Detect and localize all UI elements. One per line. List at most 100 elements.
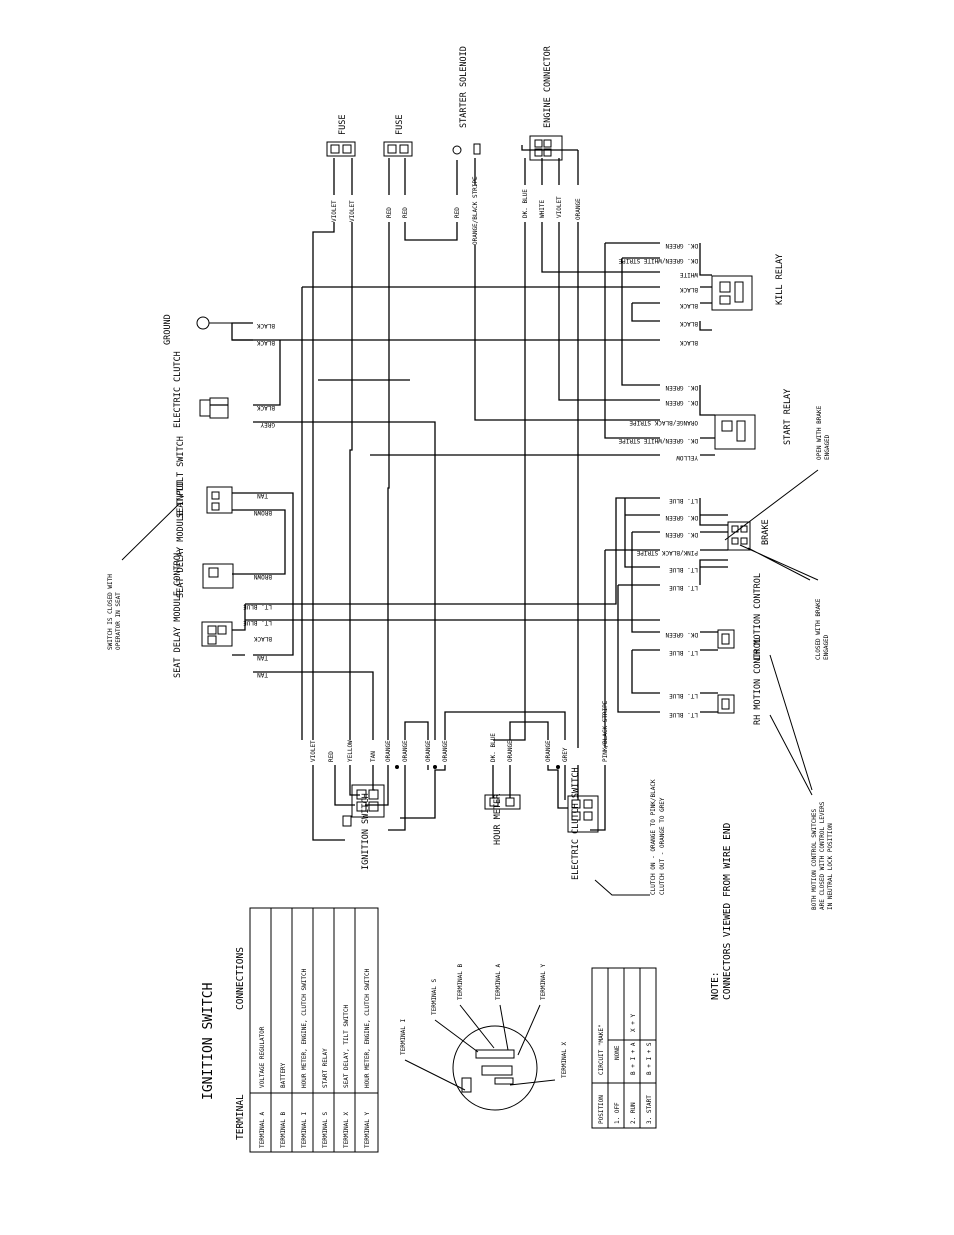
wire-violet-1: VIOLET [331,200,338,222]
wire-dk-green-3: DK. GREEN [665,399,698,406]
wire-red-bottom: RED [328,751,335,762]
wire-tan-l2: TAN [257,654,268,661]
wire-orange-b3: ORANGE [425,740,432,762]
ign-row-a-term: TERMINAL A [259,1111,266,1148]
terminal-a-label: TERMINAL A [495,963,502,1000]
motion-note-1: BOTH MOTION CONTROL SWITCHES [811,808,818,910]
brake-closed-note-2: ENGAGED [823,634,830,660]
wire-red-3: RED [454,207,461,218]
starter-solenoid-label: STARTER SOLENOID [459,46,469,128]
wire-pink-black-right: PINK/BLACK STRIPE [636,549,698,556]
wire-brown-l1: BROWN [254,509,272,516]
wire-brown-l2: BROWN [254,573,272,580]
component-symbols [121,135,819,1111]
wire-orange-b2: ORANGE [402,740,409,762]
ign-row-s-term: TERMINAL S [322,1111,329,1148]
wire-violet-2: VIOLET [349,200,356,222]
wire-pink-black-bottom: PINK/BLACK STRIPE [602,700,609,762]
wire-orange-b6: ORANGE [545,740,552,762]
wire-violet-bottom: VIOLET [310,740,317,762]
ign-row-y-term: TERMINAL Y [364,1111,371,1148]
wire-tan-bottom: TAN [370,751,377,762]
brake-open-note-2: ENGAGED [824,434,831,460]
svg-text:CLOSED WITH BRAKE ENGAGE: CLOSED WITH BRAKE ENGAGED [815,595,830,660]
wire-white: WHITE [539,200,546,218]
wires [210,145,728,841]
rh-motion-label: RH MOTION CONTROL [753,638,763,725]
position-table: POSITION CIRCUIT "MAKE" 1. OFF NONE 2. R… [591,967,657,1129]
connectors-note-1: NOTE: [710,971,721,1000]
wire-dk-blue: DK. BLUE [522,189,529,218]
ignition-table: IGNITION SWITCH TERMINAL CONNECTIONS TER… [201,907,379,1153]
wire-dk-green-lh: DK. GREEN [665,631,698,638]
pos-header-position: POSITION [598,1095,605,1124]
wire-yellow-right: YELLOW [676,454,698,461]
ign-row-b-term: TERMINAL B [280,1111,287,1148]
start-relay-label: START RELAY [783,389,793,445]
wire-orange-black-stripe: ORANGE/BLACK STRIPE [472,176,479,245]
wire-orange: ORANGE [575,198,582,220]
wire-violet-3: VIOLET [556,196,563,218]
wire-black-r3: BLACK [680,320,698,327]
seat-note-1: SWITCH IS CLOSED WITH [107,574,114,650]
ground-label: GROUND [163,314,173,345]
wire-orange-b1: ORANGE [385,740,392,762]
svg-text:CLUTCH ON - ORANGE TO PINK/BLA: CLUTCH ON - ORANGE TO PINK/BLACK CLUTCH … [650,776,666,895]
connectors-note-2: CONNECTORS VIEWED FROM WIRE END [722,822,733,1000]
seat-delay-control-label: SEAT DELAY MODULE CONTROL [173,550,183,678]
svg-text:BOTH MOTION CONTROL SWITCHES: BOTH MOTION CONTROL SWITCHES ARE CLOSED … [811,798,834,910]
wire-orange-b5: ORANGE [507,740,514,762]
wire-lt-blue-l1: LT. BLUE [243,603,272,610]
fuse-label-2: FUSE [395,115,405,135]
notes: SWITCH IS CLOSED WITH OPERATOR IN SEAT O… [107,402,834,1000]
ign-row-i-term: TERMINAL I [301,1111,308,1148]
wire-orange-black-right: ORANGE/BLACK STRIPE [629,419,698,426]
terminal-y-label: TERMINAL Y [540,963,547,1000]
ign-row-i-conn: HOUR METER, ENGINE, CLUTCH SWITCH [301,968,308,1088]
svg-text:OPEN WITH BRAKE ENGAGED: OPEN WITH BRAKE ENGAGED [816,402,831,460]
terminal-callouts: TERMINAL I TERMINAL S TERMINAL B TERMINA… [400,963,568,1078]
wire-black-l2: BLACK [257,339,275,346]
pos-row2-pos: 2. RUN [630,1102,637,1124]
engine-connector-label: ENGINE CONNECTOR [543,45,553,128]
clutch-note-2: CLUTCH OUT - ORANGE TO GREY [659,797,666,895]
motion-note-3: IN NEUTRAL LOCK POSITION [827,823,834,910]
brake-closed-note-1: CLOSED WITH BRAKE [815,598,822,660]
svg-text:SWITCH IS CLOSED WITH OP: SWITCH IS CLOSED WITH OPERATOR IN SEAT [107,571,122,650]
wire-dk-green-white-2: DK. GREEN/WHITE STRIPE [618,437,698,444]
wire-dk-blue-bottom: DK. BLUE [490,733,497,762]
terminal-x-label: TERMINAL X [561,1041,568,1078]
ign-row-b-conn: BATTERY [280,1062,287,1088]
kill-relay-label: KILL RELAY [775,254,785,305]
ign-row-a-conn: VOLTAGE REGULATOR [259,1026,266,1088]
wire-grey-l: GREY [260,421,275,428]
wire-lt-blue-r3: LT. BLUE [669,584,698,591]
wire-orange-b4: ORANGE [442,740,449,762]
ignition-header-terminal: TERMINAL [235,1094,246,1140]
wire-dk-green-white-1: DK. GREEN/WHITE STRIPE [618,257,698,264]
wire-black-r2: BLACK [680,302,698,309]
pos-row2-make2: X + Y [630,1014,637,1032]
wire-dk-green-1: DK. GREEN [665,242,698,249]
wire-lt-blue-r2: LT. BLUE [669,566,698,573]
wire-lt-blue-lh: LT. BLUE [669,649,698,656]
pos-row3-make: B + I + S [646,1042,653,1075]
wire-red-1: RED [386,207,393,218]
ign-row-s-conn: START RELAY [322,1048,329,1088]
wire-lt-blue-l2: LT. BLUE [243,619,272,626]
ign-row-x-term: TERMINAL X [343,1111,350,1148]
wire-red-2: RED [402,207,409,218]
wire-lt-blue-rh1: LT. BLUE [669,692,698,699]
pos-row2-make: B + I + A [630,1042,637,1075]
ignition-switch-label: IGNITION SWITCH [361,793,371,870]
brake-label: BRAKE [761,519,771,545]
lh-motion-label: LH MOTION CONTROL [753,573,763,660]
brake-open-note-1: OPEN WITH BRAKE [816,405,823,460]
pos-row1-pos: 1. OFF [614,1102,621,1124]
electric-clutch-label: ELECTRIC CLUTCH [173,351,183,428]
wire-black-r1: BLACK [680,286,698,293]
seat-note-2: OPERATOR IN SEAT [115,592,122,650]
fuse-label-1: FUSE [338,115,348,135]
motion-note-2: ARE CLOSED WITH CONTROL LEVERS [819,801,826,910]
